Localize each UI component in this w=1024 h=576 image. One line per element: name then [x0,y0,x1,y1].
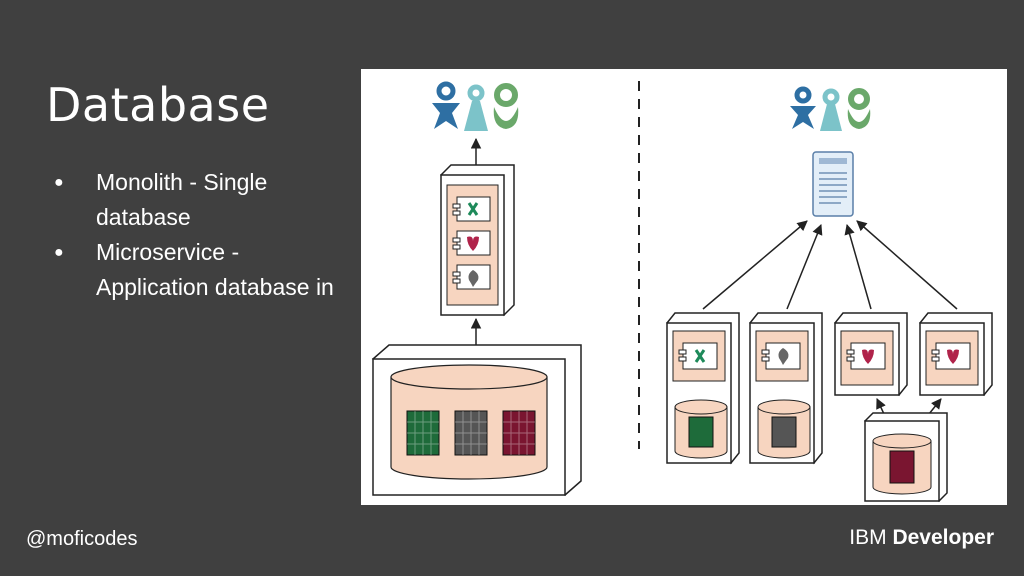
shared-database-server [863,412,948,503]
user-green-icon [493,83,519,129]
author-handle: @moficodes [26,528,138,550]
user-teal-icon [820,88,842,131]
microservice-1 [666,312,740,465]
brand-secondary: Developer [892,526,994,549]
bullet-monolith: Monolith - Single database [52,165,342,235]
table-grid-green [406,410,440,456]
microservice-users [790,86,871,131]
bullet-list: Monolith - Single database Microservice … [52,165,342,305]
api-gateway-document-icon [812,151,854,217]
monolith-app-server [440,164,515,317]
service-1-database-icon [674,399,728,459]
arrow-service4-gateway [856,220,958,310]
monolith-database-server [371,344,582,496]
heart-shape-icon [467,236,479,251]
user-blue-icon [432,81,460,129]
x-shape-icon [467,202,479,216]
arrow-service1-gateway [702,220,808,310]
drop-shape-icon [468,270,479,287]
heart-shape-icon [862,349,874,364]
x-shape-icon [694,349,706,363]
shared-database-icon [872,433,932,495]
component-drop-box [452,264,491,290]
user-green-icon [847,88,871,129]
service-2-database-icon [757,399,811,459]
user-teal-icon [464,84,488,131]
microservice-3 [834,312,908,397]
component-x-box [452,196,491,222]
slide-title: Database [46,78,270,132]
monolith-users [432,81,519,131]
arrow-service2-gateway [786,224,823,310]
component-heart-box [452,230,491,256]
heart-shape-icon [947,349,959,364]
architecture-diagram [361,69,1007,505]
drop-shape-icon [778,348,789,365]
arrow-service3-gateway [844,223,872,310]
brand-logo: IBM Developer [849,526,994,550]
user-blue-icon [790,86,816,129]
microservice-2 [749,312,823,465]
microservice-4 [919,312,993,397]
bullet-microservice: Microservice - Application database in [52,235,342,305]
brand-primary: IBM [849,526,887,549]
